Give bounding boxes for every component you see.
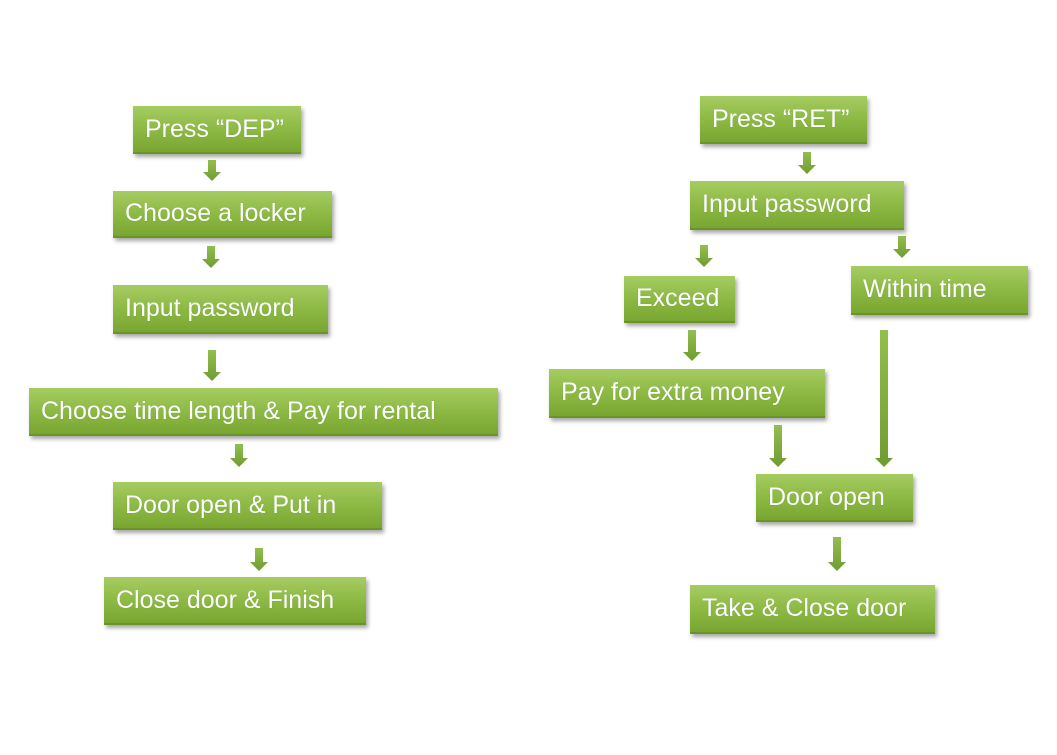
arrow-exceed-pay: [683, 330, 701, 361]
ret-take-close-node: Take & Close door: [690, 585, 935, 634]
dep-choose-time-pay-node: Choose time length & Pay for rental: [29, 388, 498, 436]
arrow-dep-4: [230, 444, 248, 467]
ret-door-open-node: Door open: [756, 474, 913, 522]
ret-within-time-node: Within time: [851, 266, 1028, 315]
dep-close-finish-node: Close door & Finish: [104, 577, 366, 625]
arrow-within-door: [875, 330, 893, 467]
arrow-ret-1: [798, 152, 816, 174]
ret-exceed-node: Exceed: [624, 276, 735, 323]
arrow-dep-3: [203, 350, 221, 381]
arrow-dep-5: [250, 548, 268, 571]
arrow-dep-1: [203, 160, 221, 181]
arrow-door-take: [828, 537, 846, 571]
dep-door-open-put-in-node: Door open & Put in: [113, 482, 382, 530]
dep-press-node: Press “DEP”: [133, 106, 301, 154]
ret-pay-extra-node: Pay for extra money: [549, 369, 825, 418]
arrow-dep-2: [202, 246, 220, 268]
ret-input-password-node: Input password: [690, 181, 904, 230]
arrow-ret-exceed: [695, 245, 713, 267]
arrow-pay-door: [769, 425, 787, 467]
dep-choose-locker-node: Choose a locker: [113, 191, 332, 238]
dep-input-password-node: Input password: [113, 285, 328, 334]
ret-press-node: Press “RET”: [700, 96, 867, 144]
arrow-ret-within: [893, 236, 911, 258]
